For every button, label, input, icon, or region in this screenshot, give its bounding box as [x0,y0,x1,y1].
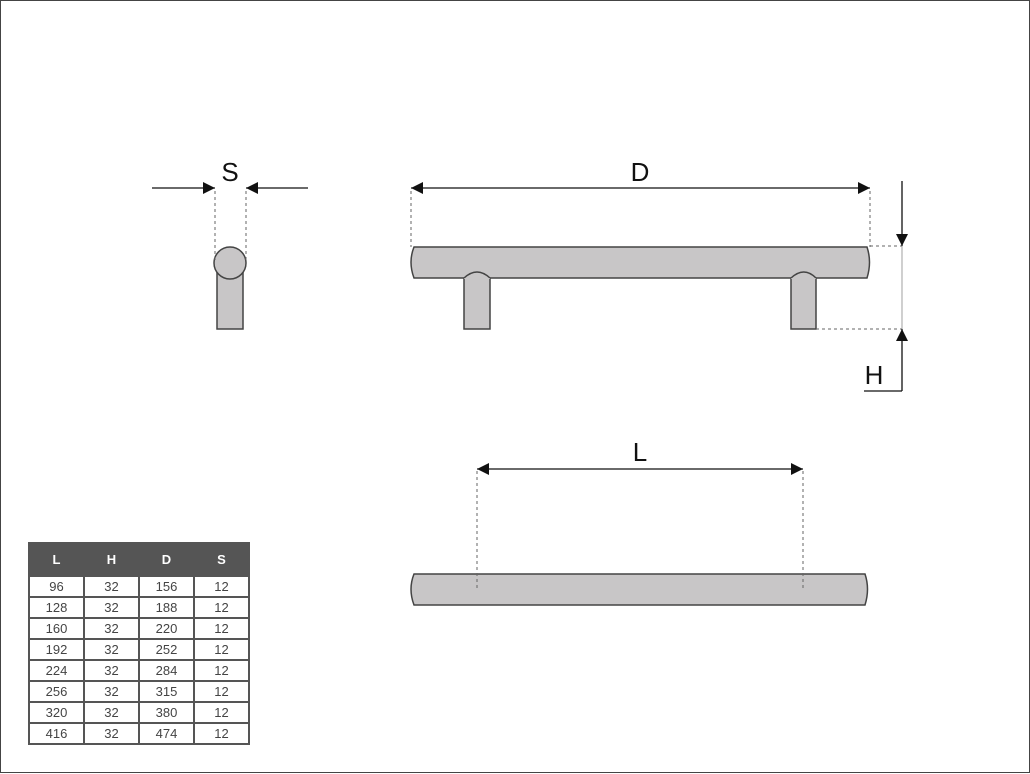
table-cell: 474 [138,722,195,745]
table-cell: 12 [193,680,250,703]
table-cell: 380 [138,701,195,724]
table-cell: 12 [193,638,250,661]
dimension-lines [152,181,908,475]
table-cell: 160 [28,617,85,640]
table-cell: 156 [138,575,195,598]
table-cell: 32 [83,617,140,640]
side-view [213,246,247,330]
table-cell: 12 [193,596,250,619]
table-cell: 220 [138,617,195,640]
table-cell: 32 [83,680,140,703]
top-view [410,573,869,606]
front-view [410,246,871,330]
table-cell: 32 [83,638,140,661]
table-cell: 32 [83,722,140,745]
table-cell: 192 [28,638,85,661]
table-cell: 320 [28,701,85,724]
table-cell: 128 [28,596,85,619]
extension-lines [214,191,902,591]
table-cell: 96 [28,575,85,598]
table-cell: 188 [138,596,195,619]
table-cell: 12 [193,701,250,724]
header-cell: S [193,542,250,577]
table-cell: 416 [28,722,85,745]
table-cell: 224 [28,659,85,682]
table-cell: 12 [193,659,250,682]
header-cell: D [138,542,195,577]
table-cell: 256 [28,680,85,703]
table-cell: 315 [138,680,195,703]
table-cell: 32 [83,659,140,682]
table-cell: 12 [193,722,250,745]
table-cell: 12 [193,617,250,640]
table-header-row: L H D S [28,542,250,577]
table-cell: 252 [138,638,195,661]
table-cell: 12 [193,575,250,598]
table-cell: 32 [83,596,140,619]
dimension-label-d: D [631,157,650,187]
dimension-label-h: H [865,360,884,390]
dimension-label-s: S [221,157,238,187]
table-cell: 32 [83,701,140,724]
header-cell: L [28,542,85,577]
dimension-label-l: L [633,437,647,467]
table-cell: 284 [138,659,195,682]
header-cell: H [83,542,140,577]
table-cell: 32 [83,575,140,598]
